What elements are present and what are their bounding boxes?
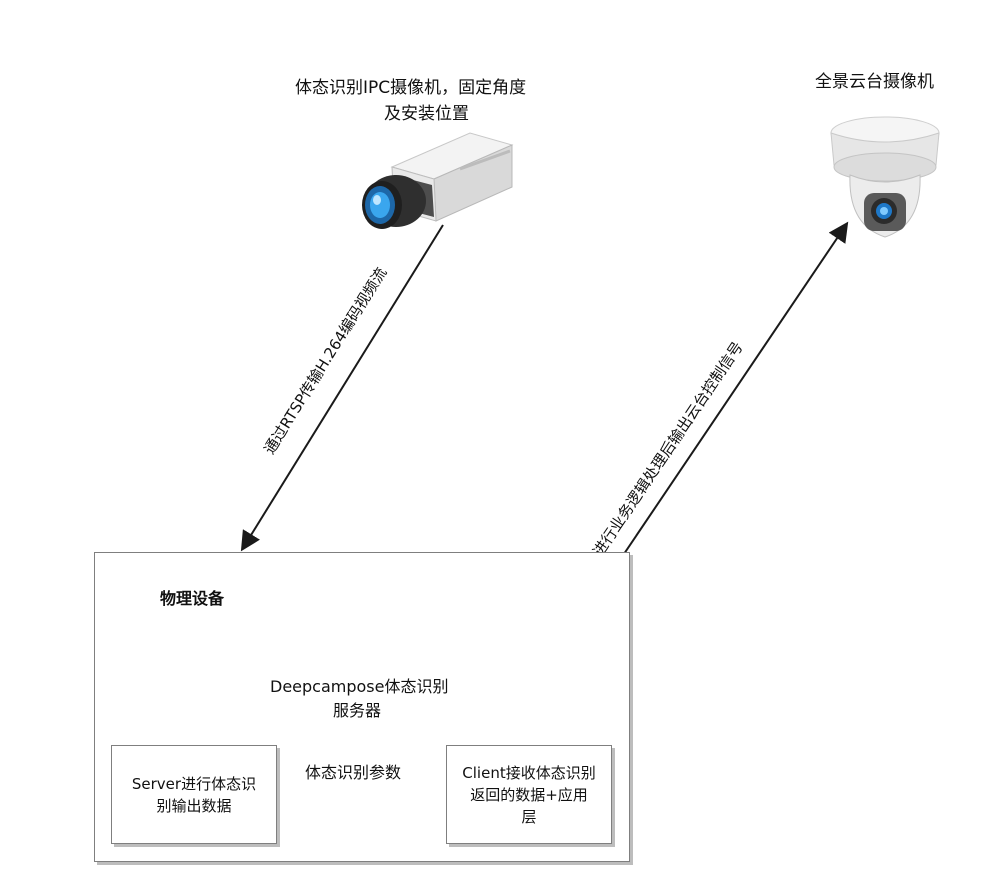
- client-box: Client接收体态识别 返回的数据+应用 层: [446, 745, 612, 844]
- deepcampose-server-name-line2: 服务器: [333, 701, 382, 720]
- client-box-line2: 返回的数据+应用: [470, 785, 588, 804]
- ptz-dome-camera-icon: [826, 115, 944, 245]
- server-box: Server进行体态识 别输出数据: [111, 745, 277, 844]
- params-arrow-label: 体态识别参数: [305, 763, 402, 782]
- cctv-bullet-camera-icon: [360, 125, 520, 235]
- server-box-line2: 别输出数据: [156, 796, 232, 815]
- ptz-camera-label: 全景云台摄像机: [815, 72, 934, 92]
- client-box-line3: 层: [521, 807, 537, 826]
- ipc-camera-label-line1: 体态识别IPC摄像机，固定角度: [295, 78, 527, 98]
- deepcampose-server-name-line1: Deepcampose体态识别: [270, 677, 449, 696]
- physical-device-title: 物理设备: [160, 589, 225, 608]
- server-box-line1: Server进行体态识: [131, 774, 257, 793]
- ipc-camera-label-line2: 及安装位置: [384, 104, 469, 124]
- video-stream-arrow: [240, 224, 444, 552]
- client-box-line1: Client接收体态识别: [462, 763, 596, 782]
